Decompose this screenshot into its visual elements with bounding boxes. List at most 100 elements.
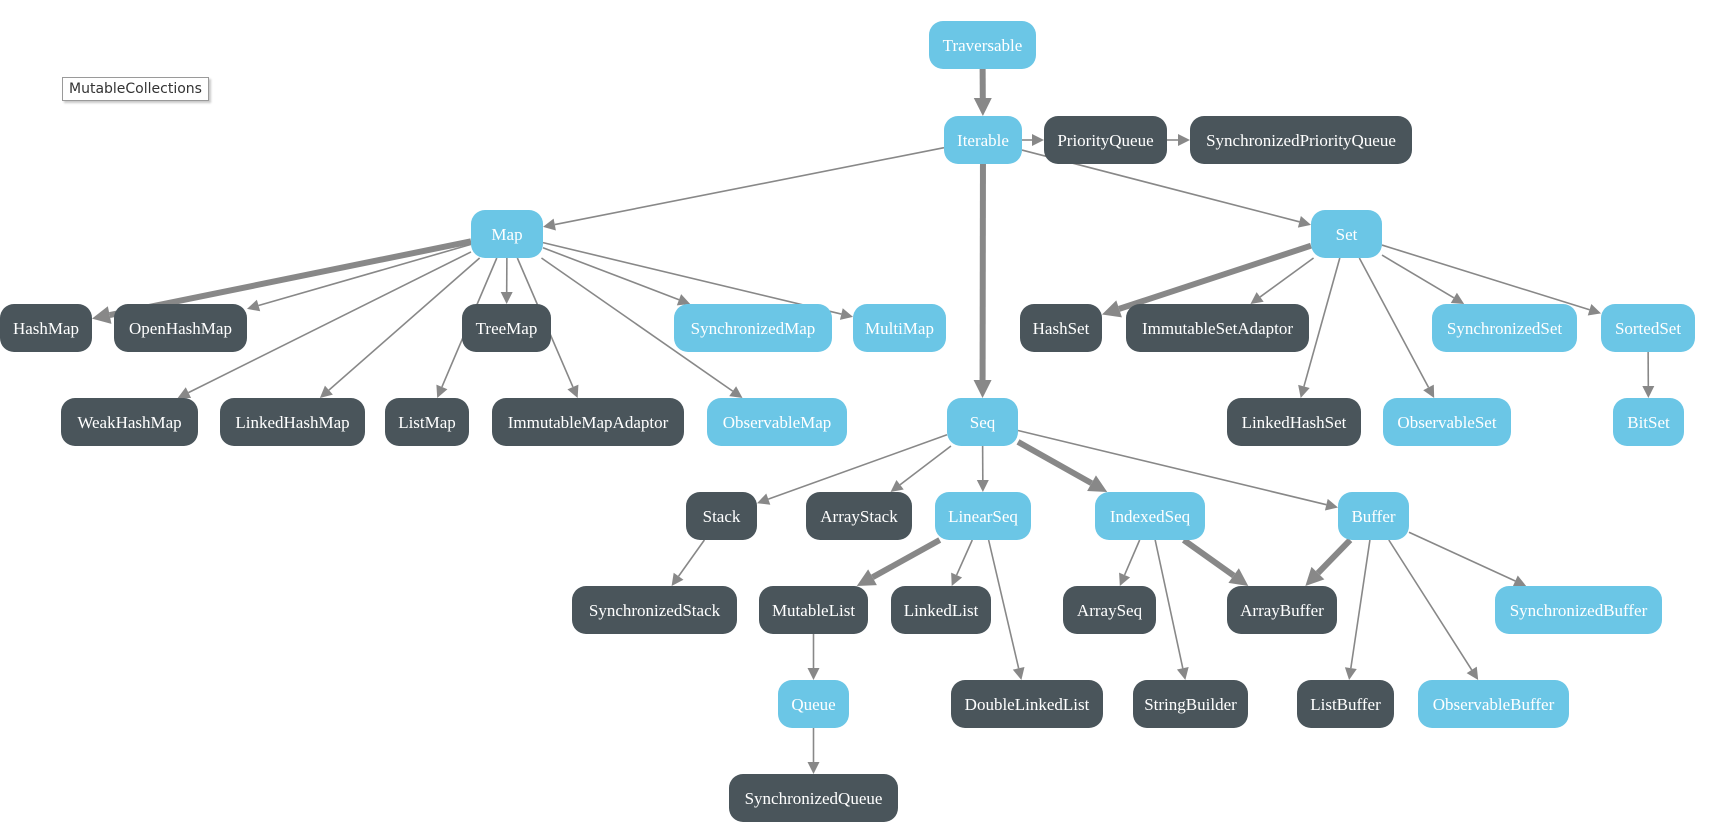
node-hash-map[interactable]: HashMap xyxy=(0,304,92,352)
node-label: LinkedList xyxy=(904,601,979,620)
node-observable-map[interactable]: ObservableMap xyxy=(707,398,847,446)
arrowhead-icon xyxy=(974,380,992,398)
node-label: ListMap xyxy=(398,413,456,432)
node-mutable-list[interactable]: MutableList xyxy=(759,586,868,634)
arrowhead-icon xyxy=(543,219,556,231)
node-synchronized-priority-queue[interactable]: SynchronizedPriorityQueue xyxy=(1190,116,1412,164)
node-observable-buffer[interactable]: ObservableBuffer xyxy=(1418,680,1569,728)
edge-traversable-to-iterable xyxy=(974,69,992,116)
arrowhead-icon xyxy=(729,386,742,398)
arrowhead-icon xyxy=(974,98,992,116)
node-array-seq[interactable]: ArraySeq xyxy=(1063,586,1156,634)
node-map[interactable]: Map xyxy=(471,210,543,258)
node-synchronized-queue[interactable]: SynchronizedQueue xyxy=(729,774,898,822)
node-label: Traversable xyxy=(943,36,1023,55)
node-label: LinkedHashMap xyxy=(235,413,349,432)
node-label: SynchronizedStack xyxy=(589,601,721,620)
node-synchronized-map[interactable]: SynchronizedMap xyxy=(674,304,832,352)
node-traversable[interactable]: Traversable xyxy=(929,21,1036,69)
node-label: HashSet xyxy=(1033,319,1090,338)
node-list-map[interactable]: ListMap xyxy=(385,398,469,446)
arrowhead-icon xyxy=(672,573,684,586)
node-linked-hash-map[interactable]: LinkedHashMap xyxy=(220,398,365,446)
node-label: PriorityQueue xyxy=(1057,131,1153,150)
node-priority-queue[interactable]: PriorityQueue xyxy=(1044,116,1167,164)
edge-line xyxy=(1389,540,1472,670)
node-label: LinearSeq xyxy=(948,507,1018,526)
edge-line xyxy=(1318,540,1350,573)
arrowhead-icon xyxy=(1451,293,1464,304)
node-hash-set[interactable]: HashSet xyxy=(1020,304,1102,352)
node-immutable-map-adaptor[interactable]: ImmutableMapAdaptor xyxy=(492,398,684,446)
edge-indexed-seq-to-array-buffer xyxy=(1184,540,1249,586)
edge-buffer-to-list-buffer xyxy=(1345,540,1370,680)
node-label: ImmutableSetAdaptor xyxy=(1142,319,1293,338)
node-label: SynchronizedMap xyxy=(691,319,816,338)
node-double-linked-list[interactable]: DoubleLinkedList xyxy=(951,680,1103,728)
arrowhead-icon xyxy=(840,308,853,320)
node-linked-hash-set[interactable]: LinkedHashSet xyxy=(1227,398,1361,446)
node-open-hash-map[interactable]: OpenHashMap xyxy=(114,304,247,352)
node-array-buffer[interactable]: ArrayBuffer xyxy=(1227,586,1337,634)
node-queue[interactable]: Queue xyxy=(778,680,849,728)
edge-seq-to-linear-seq xyxy=(977,446,989,492)
node-label: ListBuffer xyxy=(1310,695,1381,714)
edge-line xyxy=(1409,532,1515,581)
node-sorted-set[interactable]: SortedSet xyxy=(1601,304,1695,352)
node-stack[interactable]: Stack xyxy=(686,492,757,540)
node-label: SynchronizedSet xyxy=(1447,319,1562,338)
node-synchronized-buffer[interactable]: SynchronizedBuffer xyxy=(1495,586,1662,634)
arrowhead-icon xyxy=(1325,499,1338,511)
arrowhead-icon xyxy=(1588,304,1601,315)
node-label: Seq xyxy=(970,413,996,432)
node-list-buffer[interactable]: ListBuffer xyxy=(1297,680,1394,728)
edge-line xyxy=(873,540,940,577)
edge-line xyxy=(543,243,841,314)
arrowhead-icon xyxy=(501,292,513,304)
node-immutable-set-adaptor[interactable]: ImmutableSetAdaptor xyxy=(1126,304,1309,352)
node-indexed-seq[interactable]: IndexedSeq xyxy=(1095,492,1205,540)
node-bit-set[interactable]: BitSet xyxy=(1613,398,1684,446)
arrowhead-icon xyxy=(247,300,260,312)
node-weak-hash-map[interactable]: WeakHashMap xyxy=(61,398,198,446)
node-label: Stack xyxy=(703,507,741,526)
node-label: SynchronizedQueue xyxy=(745,789,883,808)
edge-line xyxy=(989,540,1019,668)
node-label: Buffer xyxy=(1351,507,1395,526)
edge-iterable-to-map xyxy=(543,148,944,231)
node-label: ImmutableMapAdaptor xyxy=(508,413,669,432)
node-multi-map[interactable]: MultiMap xyxy=(853,304,946,352)
edge-linear-seq-to-mutable-list xyxy=(857,540,940,586)
arrowhead-icon xyxy=(1642,386,1654,398)
edge-line xyxy=(259,244,471,305)
edge-linear-seq-to-double-linked-list xyxy=(989,540,1025,680)
edge-sorted-set-to-bit-set xyxy=(1642,352,1654,398)
node-label: IndexedSeq xyxy=(1110,507,1191,526)
node-iterable[interactable]: Iterable xyxy=(944,116,1022,164)
node-seq[interactable]: Seq xyxy=(947,398,1018,446)
node-tree-map[interactable]: TreeMap xyxy=(462,304,551,352)
node-label: TreeMap xyxy=(476,319,538,338)
node-linear-seq[interactable]: LinearSeq xyxy=(935,492,1031,540)
node-observable-set[interactable]: ObservableSet xyxy=(1383,398,1511,446)
arrowhead-icon xyxy=(1013,667,1025,680)
node-array-stack[interactable]: ArrayStack xyxy=(806,492,912,540)
arrowhead-icon xyxy=(92,306,111,324)
node-set[interactable]: Set xyxy=(1311,210,1382,258)
edge-line xyxy=(1382,255,1454,298)
arrowhead-icon xyxy=(1032,134,1044,146)
edge-line xyxy=(1304,258,1340,386)
edge-line xyxy=(1351,540,1370,668)
node-buffer[interactable]: Buffer xyxy=(1338,492,1409,540)
node-label: BitSet xyxy=(1627,413,1670,432)
node-linked-list[interactable]: LinkedList xyxy=(891,586,991,634)
node-synchronized-stack[interactable]: SynchronizedStack xyxy=(572,586,737,634)
node-synchronized-set[interactable]: SynchronizedSet xyxy=(1432,304,1577,352)
node-label: MutableList xyxy=(772,601,855,620)
edge-line xyxy=(1260,258,1313,297)
node-label: ObservableSet xyxy=(1397,413,1496,432)
node-string-builder[interactable]: StringBuilder xyxy=(1133,680,1248,728)
arrowhead-icon xyxy=(1345,667,1357,680)
arrowhead-icon xyxy=(1177,667,1189,680)
